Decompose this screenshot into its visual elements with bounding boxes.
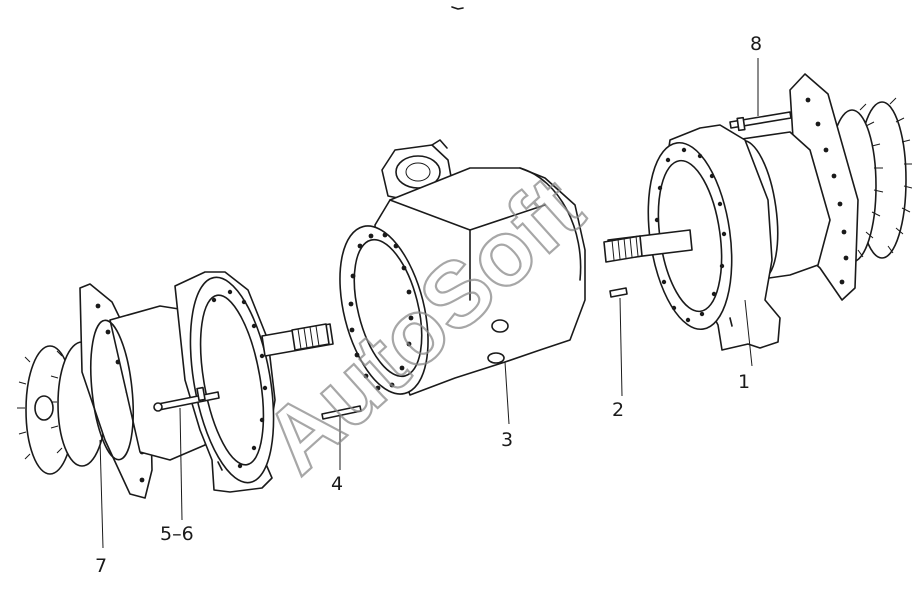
callouts: 1 2 3 4 5–6 7 8 [95, 33, 762, 577]
left-final-drive [17, 271, 276, 499]
callout-2: 2 [612, 399, 624, 421]
axle-housing [339, 139, 586, 396]
callout-7: 7 [95, 555, 107, 577]
left-bolt [153, 386, 220, 412]
right-bolt [729, 111, 792, 132]
left-half-shaft [261, 323, 334, 357]
leader-lines [99, 58, 759, 549]
callout-4: 4 [331, 473, 343, 495]
left-pin [321, 405, 362, 420]
callout-1: 1 [738, 371, 750, 393]
pin [609, 287, 628, 298]
callout-5-6: 5–6 [160, 523, 194, 545]
callout-8: 8 [750, 33, 762, 55]
top-mark [451, 6, 464, 10]
callout-3: 3 [501, 429, 513, 451]
right-half-shaft [603, 229, 693, 263]
